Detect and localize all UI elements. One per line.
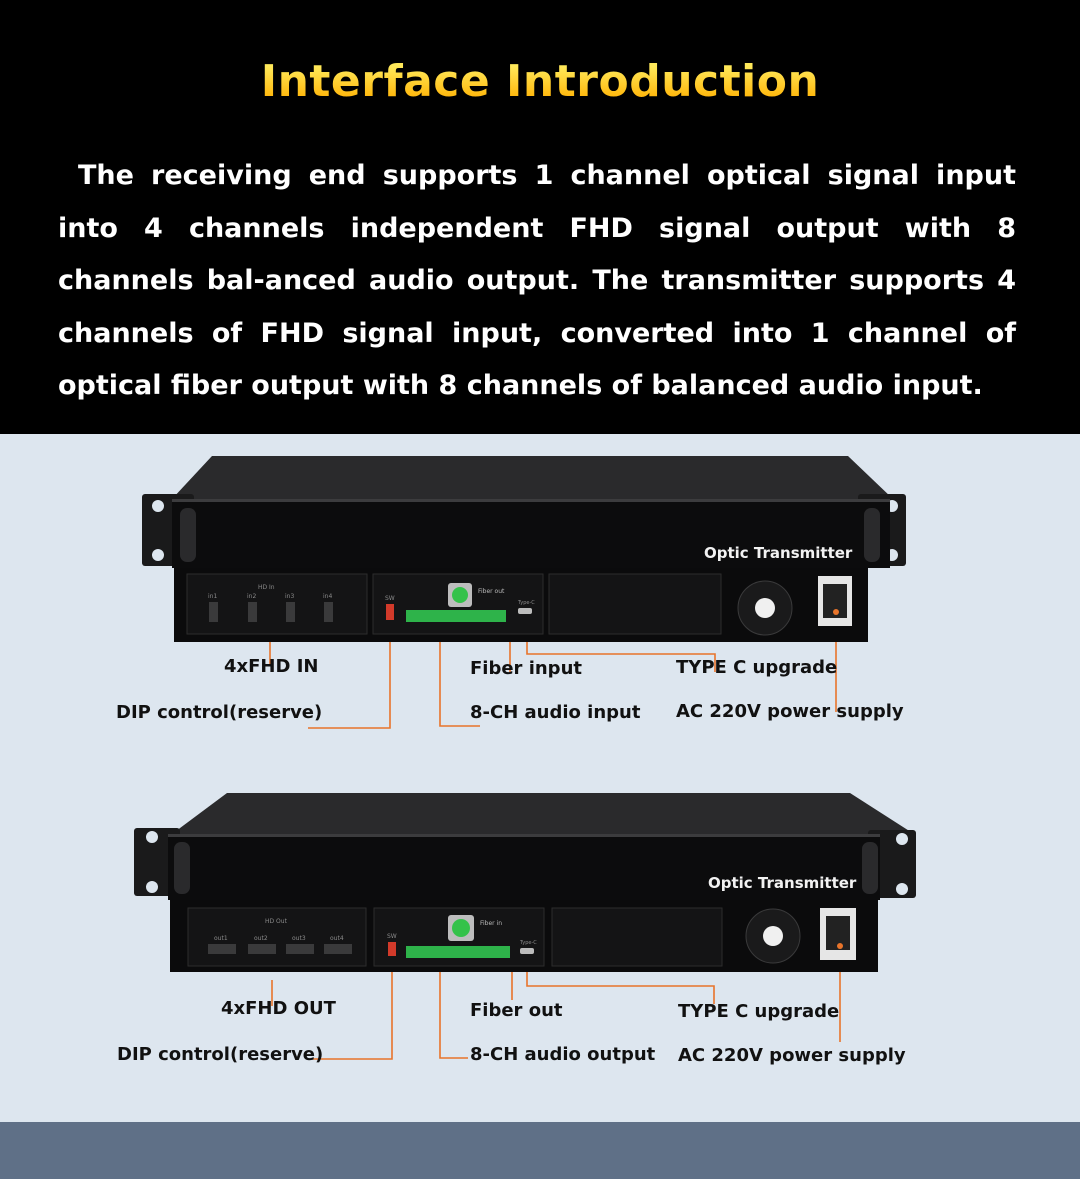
svg-text:out4: out4 [330,935,344,942]
label-type-c: TYPE C upgrade [676,657,838,678]
svg-text:out2: out2 [254,935,268,942]
hdmi-port: out1 [208,935,236,954]
label-fiber-input: Fiber input [470,658,582,679]
label-hdmi-in: 4xFHD IN [224,656,319,677]
description-text: The receiving end supports 1 channel opt… [58,160,1016,401]
hdmi-port: in2 [247,593,257,622]
svg-text:SW: SW [387,933,397,940]
hdmi-port: in1 [208,593,218,622]
svg-text:in4: in4 [323,593,332,600]
receiver-device-image: Optic Transmitter HD Out out1 out2 out3 … [134,793,916,1060]
label-fiber-out: Fiber out [470,1000,563,1021]
type-c-port [520,948,534,954]
rack-chassis: Optic Transmitter HD In in1 in2 in3 in4 … [142,456,906,642]
brand-label-text: Optic Transmitter [708,874,857,892]
page-title: Interface Introduction [0,56,1080,107]
svg-text:SW: SW [385,595,395,602]
label-type-c: TYPE C upgrade [678,1001,840,1022]
audio-terminal-block [406,946,510,958]
product-diagram-area: Optic Transmitter HD In in1 in2 in3 in4 … [0,434,1080,1122]
header-banner: Interface Introduction The receiving end… [0,0,1080,434]
svg-text:in1: in1 [208,593,217,600]
hdmi-port: out2 [248,935,276,954]
svg-text:in2: in2 [247,593,256,600]
hdmi-port: out3 [286,935,314,954]
rack-chassis: Optic Transmitter HD Out out1 out2 out3 … [134,793,916,972]
svg-text:Type-C: Type-C [519,940,537,946]
type-c-port [518,608,532,614]
label-audio-input: 8-CH audio input [470,702,641,723]
transmitter-device-image: Optic Transmitter HD In in1 in2 in3 in4 … [142,456,906,729]
label-hdmi-out: 4xFHD OUT [221,998,336,1019]
audio-terminal-block [406,610,506,622]
svg-text:out1: out1 [214,935,228,942]
svg-text:out3: out3 [292,935,306,942]
svg-text:Fiber out: Fiber out [478,588,505,595]
label-audio-output: 8-CH audio output [470,1044,656,1065]
brand-label-text: Optic Transmitter [704,544,853,562]
label-power: AC 220V power supply [676,701,904,722]
label-dip-control: DIP control(reserve) [117,1044,324,1065]
hdmi-port: out4 [324,935,352,954]
hdmi-port: in4 [323,593,333,622]
dip-switch [386,604,394,620]
svg-text:Type-C: Type-C [517,600,535,606]
svg-text:HD Out: HD Out [265,918,288,925]
svg-text:Fiber in: Fiber in [480,920,502,927]
dip-switch [388,942,396,956]
svg-text:in3: in3 [285,593,294,600]
label-power: AC 220V power supply [678,1045,906,1066]
label-dip-control: DIP control(reserve) [116,702,323,723]
footer-bar [0,1122,1080,1179]
svg-text:HD In: HD In [258,584,275,591]
hdmi-port: in3 [285,593,295,622]
